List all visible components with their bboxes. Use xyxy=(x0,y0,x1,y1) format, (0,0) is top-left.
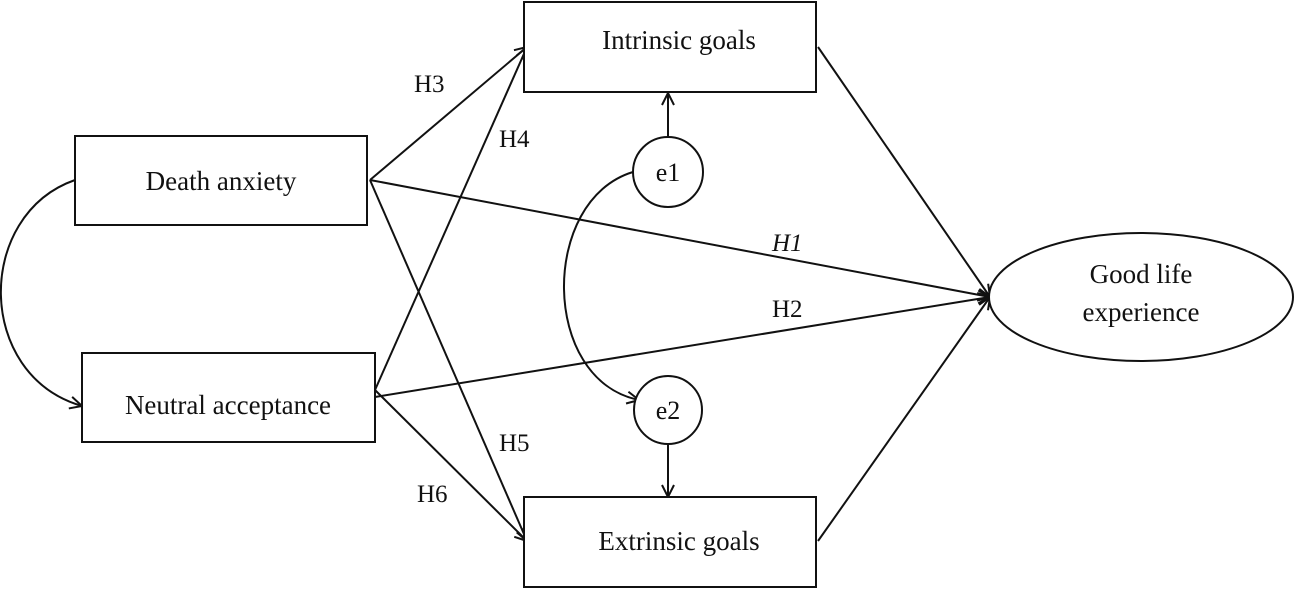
edge-death-anxiety-intrinsic-goals xyxy=(369,47,527,181)
edge-neutral-acceptance-good-life xyxy=(374,297,990,398)
death-anxiety-label: Death anxiety xyxy=(146,166,297,196)
hypothesis-h1-label: H1 xyxy=(771,230,803,257)
node-extrinsic-goals: Extrinsic goals xyxy=(523,496,817,588)
good-life-label-line1: Good life xyxy=(1090,259,1193,289)
neutral-acceptance-label: Neutral acceptance xyxy=(125,390,331,420)
good-life-label-line2: experience xyxy=(1083,297,1200,327)
hypothesis-h4-label: H4 xyxy=(499,126,530,153)
edge-death-anxiety-good-life xyxy=(369,179,990,297)
e1-label: e1 xyxy=(656,158,681,187)
e2-label: e2 xyxy=(656,396,681,425)
node-death-anxiety: Death anxiety xyxy=(74,135,368,226)
intrinsic-goals-label: Intrinsic goals xyxy=(602,25,756,55)
hypothesis-h2-label: H2 xyxy=(772,296,803,323)
hypothesis-h5-label: H5 xyxy=(499,430,530,457)
node-e2: e2 xyxy=(633,375,703,445)
extrinsic-goals-label: Extrinsic goals xyxy=(598,526,759,556)
node-e1: e1 xyxy=(632,136,704,208)
covariance-death-anxiety-neutral-acceptance xyxy=(0,180,82,406)
node-good-life-experience: Good life experience xyxy=(988,232,1294,362)
edge-neutral-acceptance-extrinsic-goals xyxy=(374,389,527,541)
node-intrinsic-goals: Intrinsic goals xyxy=(523,1,817,93)
hypothesis-h3-label: H3 xyxy=(414,71,445,98)
edge-extrinsic-goals-good-life xyxy=(817,297,990,542)
node-neutral-acceptance: Neutral acceptance xyxy=(81,352,376,443)
covariance-e1-e2 xyxy=(563,172,639,400)
edge-intrinsic-goals-good-life xyxy=(817,46,990,297)
hypothesis-h6-label: H6 xyxy=(417,481,448,508)
edge-death-anxiety-extrinsic-goals xyxy=(369,179,527,541)
edge-neutral-acceptance-intrinsic-goals xyxy=(374,47,527,391)
